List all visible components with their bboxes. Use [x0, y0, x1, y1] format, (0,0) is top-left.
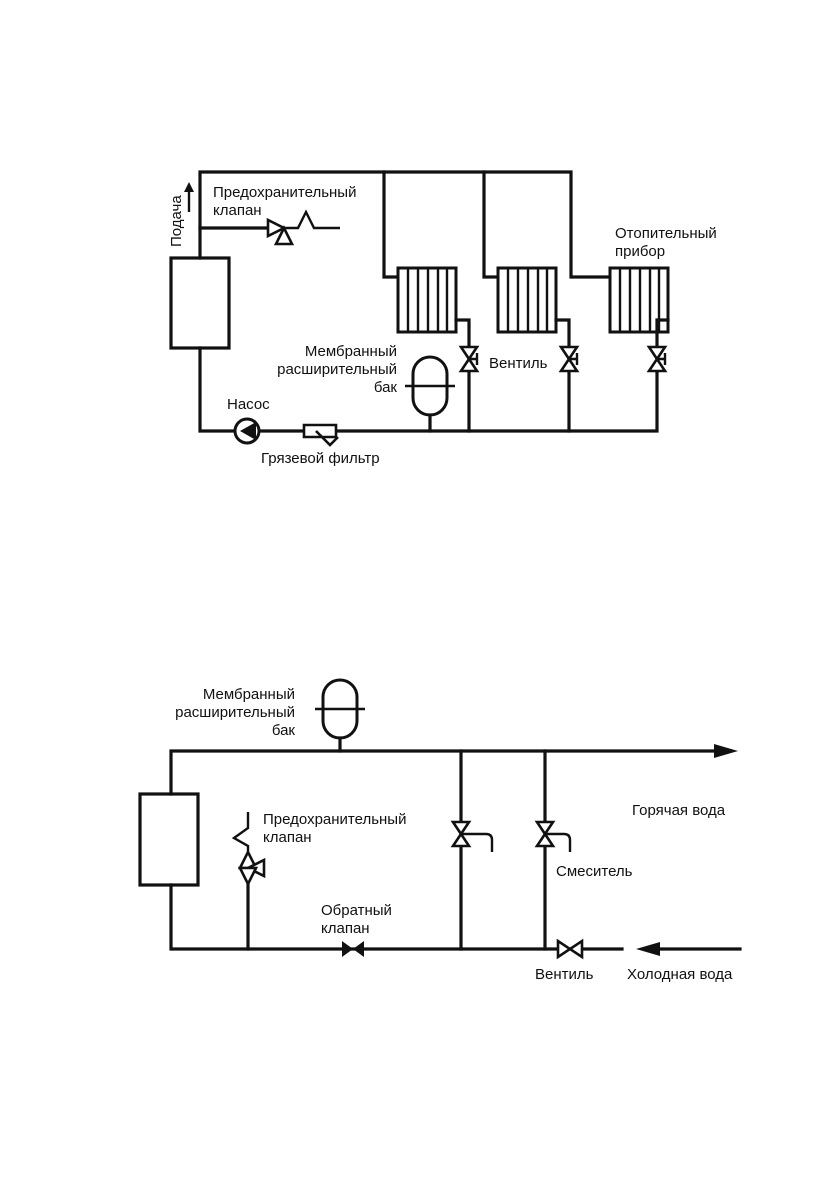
- expansion-tank-2: [315, 678, 365, 753]
- riser-1: [382, 170, 400, 279]
- cold-water-label: Холодная вода: [627, 966, 733, 983]
- safety-valve-1: [266, 209, 340, 246]
- tank-label-2-line2: расширительный: [175, 704, 295, 721]
- heater-label-line1: Отопительный: [615, 225, 717, 242]
- mixer-1: [451, 820, 494, 852]
- safety-valve-2: [231, 812, 266, 887]
- cold-return-pipe: [169, 883, 624, 951]
- riser-2: [482, 170, 500, 279]
- hot-water-arrow-icon: [714, 744, 738, 758]
- check-valve-label-line1: Обратный: [321, 902, 392, 919]
- check-valve-icon: [342, 941, 364, 957]
- radiator-3: [608, 266, 670, 334]
- boiler-2: [138, 792, 200, 887]
- water-diagram: Мембранный расширительный бак Предохрани…: [138, 678, 742, 983]
- expansion-tank-1: [405, 355, 455, 433]
- tank-label-2-line1: Мембранный: [203, 686, 295, 703]
- tank-label-line3: бак: [374, 379, 398, 396]
- tank-label-2-line3: бак: [272, 722, 296, 739]
- safety-valve-2-label-line2: клапан: [263, 829, 312, 846]
- safety-valve-label-line1: Предохранительный: [213, 184, 356, 201]
- valve-label: Вентиль: [489, 355, 548, 372]
- valve-3: [647, 345, 667, 373]
- mixer-2: [535, 820, 572, 852]
- supply-label: Подача: [168, 195, 185, 247]
- dirt-filter-icon: [302, 423, 339, 447]
- mixer-label: Смеситель: [556, 863, 633, 880]
- safety-valve-label-line2: клапан: [213, 202, 262, 219]
- outlet-1: [454, 318, 471, 433]
- valve-1: [459, 345, 479, 373]
- valve-label-2: Вентиль: [535, 966, 594, 983]
- inlet-valve-icon: [556, 938, 584, 960]
- cold-water-arrow-icon: [636, 942, 742, 956]
- radiator-1: [396, 266, 458, 334]
- pump-icon: [233, 417, 261, 445]
- pump-label: Насос: [227, 396, 270, 413]
- supply-arrow-icon: [184, 182, 194, 212]
- safety-valve-2-label-line1: Предохранительный: [263, 811, 406, 828]
- valve-2: [559, 345, 579, 373]
- outlet-2: [554, 318, 571, 433]
- tank-label-line1: Мембранный: [305, 343, 397, 360]
- heater-label-line2: прибор: [615, 243, 665, 260]
- check-valve-label-line2: клапан: [321, 920, 370, 937]
- heating-diagram: Подача Предохранительный клапан Отопител…: [168, 170, 717, 467]
- tank-label-line2: расширительный: [277, 361, 397, 378]
- boiler-1: [169, 256, 231, 350]
- hot-water-label: Горячая вода: [632, 802, 726, 819]
- supply-pipe: [198, 170, 612, 279]
- hot-water-pipe: [169, 749, 720, 796]
- filter-label: Грязевой фильтр: [261, 450, 380, 467]
- radiator-2: [496, 266, 558, 334]
